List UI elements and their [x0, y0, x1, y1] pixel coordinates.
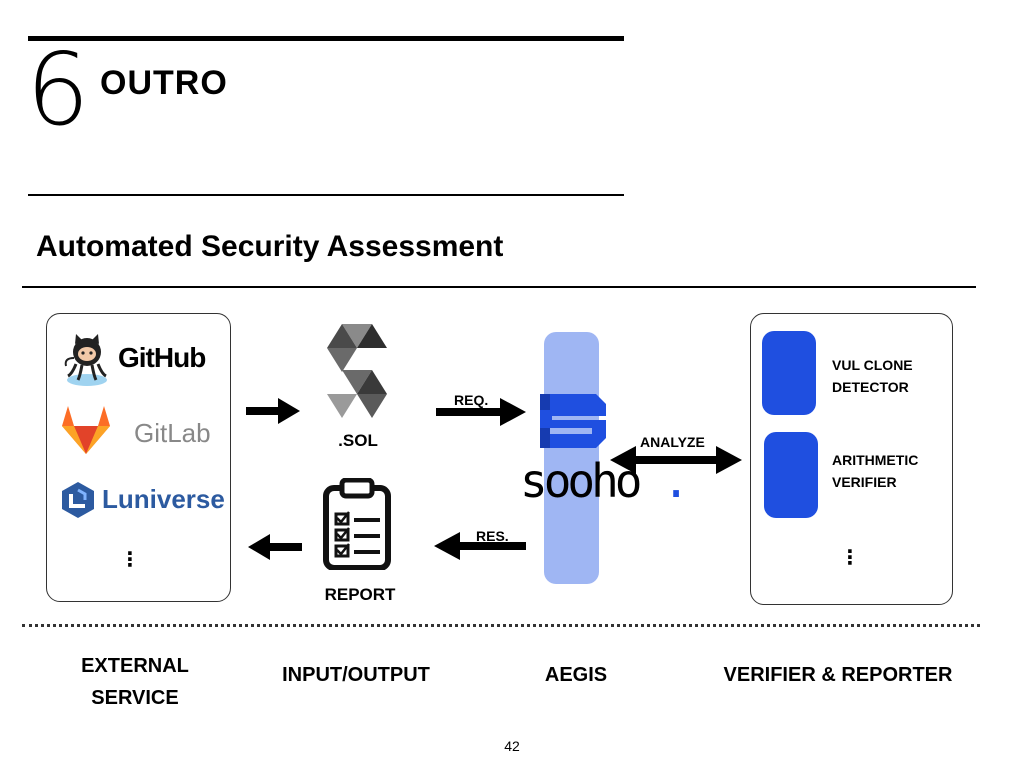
sooho-logo-text: sooho . [520, 458, 690, 504]
middle-rule [28, 194, 624, 196]
luniverse-logo-text: Luniverse [102, 484, 225, 514]
arithmetic-verifier-label: ARITHMETIC VERIFIER [832, 452, 919, 490]
dotted-separator [22, 624, 980, 627]
luniverse-icon [62, 482, 94, 518]
github-logo-text: GitHub [118, 342, 206, 373]
aegis-bar [544, 332, 599, 584]
octocat-icon [64, 334, 107, 386]
sooho-logo-dot: . [662, 454, 690, 508]
external-service-label: EXTERNAL SERVICE [81, 655, 189, 709]
chapter-number: 6 [26, 31, 90, 148]
arrow-right-icon [246, 398, 300, 424]
subtitle-rule [22, 286, 976, 288]
req-label: REQ. [454, 392, 489, 408]
analyze-double-arrow-icon [610, 446, 742, 474]
gitlab-logo-text: GitLab [134, 418, 211, 448]
vul-clone-detector-label: VUL CLONE DETECTOR [832, 357, 913, 395]
analyze-label: ANALYZE [640, 434, 705, 450]
report-label: REPORT [324, 585, 396, 604]
res-label: RES. [476, 528, 509, 544]
aegis-label: AEGIS [544, 664, 608, 686]
top-rule [28, 36, 624, 41]
vul-clone-detector-block [762, 331, 816, 415]
arrow-left-icon [248, 534, 302, 560]
slide-subtitle: Automated Security Assessment [36, 230, 504, 263]
input-output-label: INPUT/OUTPUT [282, 664, 430, 686]
arithmetic-verifier-block [764, 432, 818, 518]
sol-label: .SOL [338, 431, 378, 450]
chapter-title: OUTRO [100, 64, 228, 102]
more-verifiers-ellipsis: ⋮ [840, 547, 860, 569]
request-arrow-icon [436, 398, 526, 426]
verifier-reporter-label: VERIFIER & REPORTER [723, 664, 953, 686]
sooho-emblem-icon [540, 394, 606, 448]
solidity-icon [327, 324, 387, 418]
more-services-ellipsis: ⋮ [120, 549, 140, 571]
gitlab-fox-icon [62, 406, 110, 454]
response-arrow-icon [434, 532, 526, 560]
page-number: 42 [504, 738, 520, 754]
clipboard-report-icon [323, 478, 391, 570]
